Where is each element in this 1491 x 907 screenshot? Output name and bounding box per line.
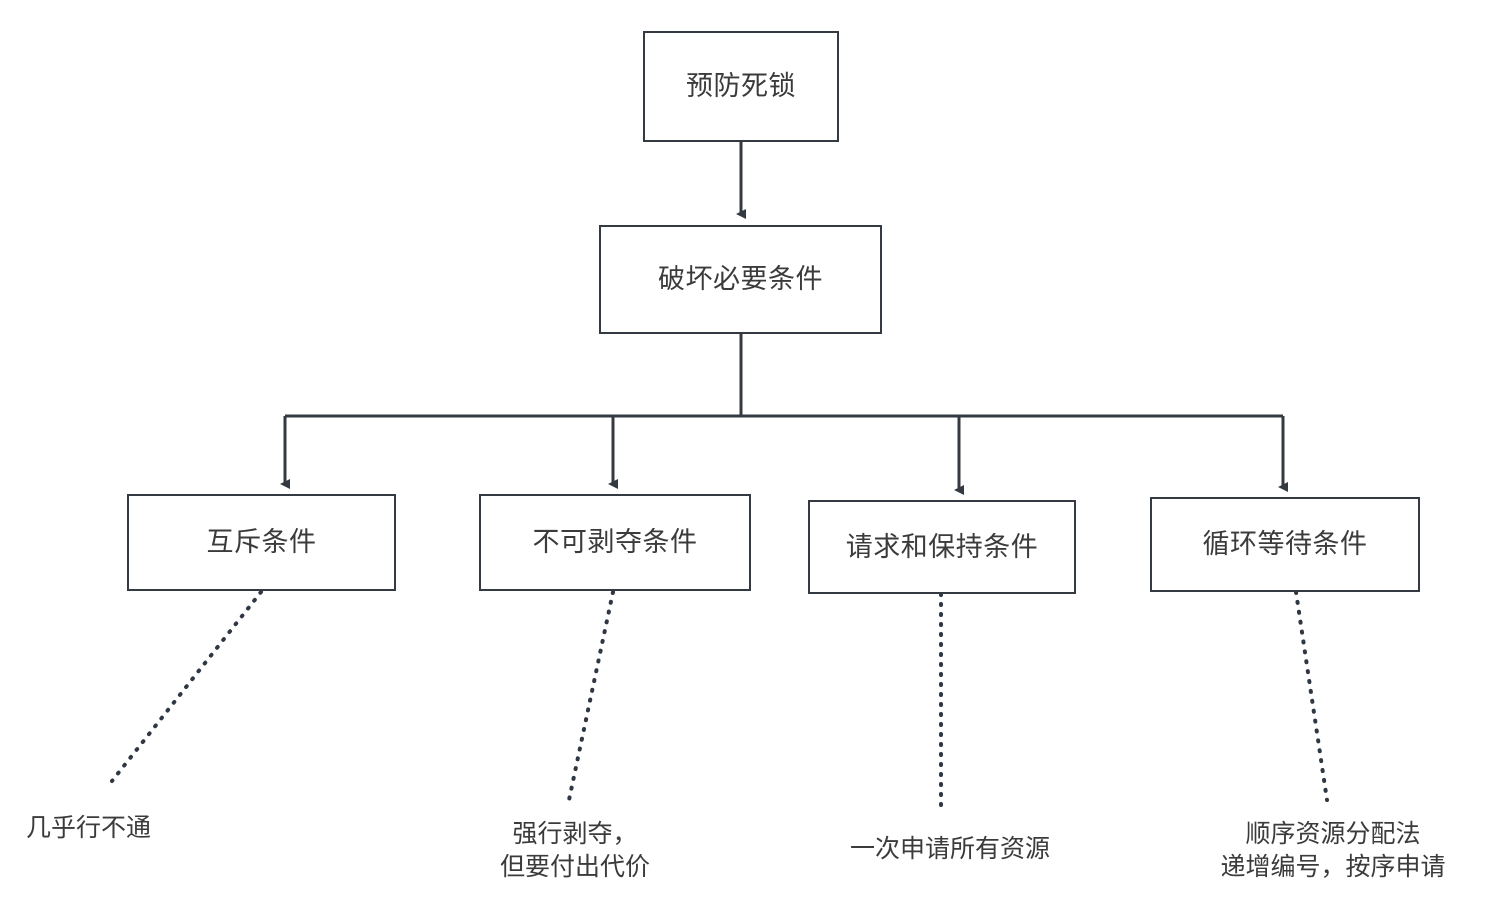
node-circular-wait-condition-label: 循环等待条件 xyxy=(1202,529,1368,560)
node-prevent-deadlock-label: 预防死锁 xyxy=(686,71,796,102)
node-break-necessary-conditions[interactable]: 破坏必要条件 xyxy=(599,225,882,334)
node-mutual-exclusion-condition-label: 互斥条件 xyxy=(206,527,317,558)
node-no-preemption-condition[interactable]: 不可剥夺条件 xyxy=(479,494,751,591)
annotation-mutual-exclusion: 几乎行不通 xyxy=(26,814,152,842)
node-no-preemption-condition-label: 不可剥夺条件 xyxy=(532,527,698,558)
leader-mutex xyxy=(110,590,263,783)
node-break-necessary-conditions-label: 破坏必要条件 xyxy=(658,264,823,295)
edge-break-to-bus xyxy=(285,334,1283,418)
annotation-hold-and-wait: 一次申请所有资源 xyxy=(849,835,1050,863)
node-circular-wait-condition[interactable]: 循环等待条件 xyxy=(1150,497,1420,592)
node-mutual-exclusion-condition[interactable]: 互斥条件 xyxy=(127,494,396,591)
node-hold-and-wait-condition[interactable]: 请求和保持条件 xyxy=(808,500,1076,594)
annotation-circular-wait: 顺序资源分配法 递增编号，按序申请 xyxy=(1220,820,1446,881)
node-prevent-deadlock[interactable]: 预防死锁 xyxy=(643,31,839,142)
annotation-no-preemption: 强行剥夺， 但要付出代价 xyxy=(499,820,650,881)
leader-nopreempt xyxy=(567,590,615,802)
node-hold-and-wait-condition-label: 请求和保持条件 xyxy=(845,531,1039,562)
leader-circular xyxy=(1294,590,1329,802)
